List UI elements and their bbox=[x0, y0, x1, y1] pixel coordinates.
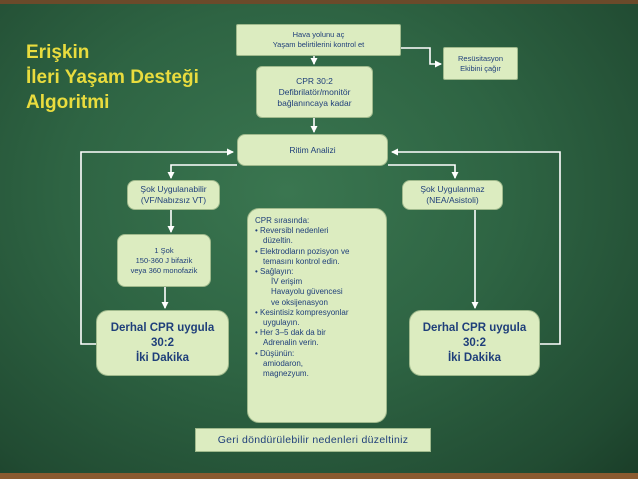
during-cpr-item: uygulayın. bbox=[263, 318, 300, 328]
slide-title: Erişkin İleri Yaşam Desteği Algoritmi bbox=[26, 40, 199, 115]
during-cpr-item: • Düşünün: bbox=[255, 348, 295, 358]
nonshockable-box: Şok Uygulanmaz (NEA/Asistoli) bbox=[402, 180, 503, 210]
during-cpr-item: • Kesintisiz kompresyonlar bbox=[255, 307, 349, 317]
during-cpr-item: temasını kontrol edin. bbox=[263, 256, 340, 266]
cpr-top-box: CPR 30:2 Defibrilatör/monitör bağlanınca… bbox=[256, 66, 373, 118]
resus-line-2: Ekibini çağır bbox=[460, 63, 501, 73]
shockable-line-1: Şok Uygulanabilir bbox=[140, 184, 207, 194]
during-cpr-item: • Elektrodların pozisyon ve bbox=[255, 246, 350, 256]
resuscitation-team-box: Resüsitasyon Ekibini çağır bbox=[443, 47, 518, 80]
arrow-rhythm-to-shockable bbox=[167, 164, 237, 179]
airway-box: Hava yolunu aç Yaşam belirtilerini kontr… bbox=[236, 24, 401, 56]
during-cpr-box: CPR sırasında: • Reversibl nedenleri düz… bbox=[247, 208, 387, 423]
during-cpr-item: • Her 3–5 dak da bir bbox=[255, 328, 326, 338]
shockable-box: Şok Uygulanabilir (VF/Nabızsız VT) bbox=[127, 180, 220, 210]
shock-line-3: veya 360 monofazik bbox=[130, 265, 198, 275]
cpr-right-line-2: 30:2 bbox=[462, 336, 487, 349]
cpr-right-line-3: İki Dakika bbox=[447, 351, 502, 364]
cpr-right-line-1: Derhal CPR uygula bbox=[422, 321, 527, 334]
during-cpr-item: Adrenalin verin. bbox=[263, 338, 319, 348]
cpr-top-line-3: bağlanıncaya kadar bbox=[277, 97, 352, 108]
shock-box: 1 Şok 150-360 J bifazik veya 360 monofaz… bbox=[117, 234, 211, 287]
during-cpr-item: amiodaron, bbox=[263, 358, 304, 368]
resus-line-1: Resüsitasyon bbox=[457, 53, 504, 63]
airway-line-2: Yaşam belirtilerini kontrol et bbox=[272, 40, 365, 49]
cpr-left-line-1: Derhal CPR uygula bbox=[110, 321, 215, 334]
nonshockable-line-1: Şok Uygulanmaz bbox=[420, 184, 485, 194]
during-cpr-item: • Sağlayın: bbox=[255, 267, 294, 277]
loop-right bbox=[391, 148, 561, 345]
arrow-rhythm-to-nonshockable bbox=[388, 164, 459, 179]
arrow-airway-to-resus bbox=[401, 47, 442, 68]
title-line-1: Erişkin bbox=[26, 42, 90, 63]
cpr-top-line-1: CPR 30:2 bbox=[296, 75, 333, 86]
nonshockable-line-2: (NEA/Asistoli) bbox=[426, 195, 479, 205]
during-cpr-item: düzeltin. bbox=[263, 236, 293, 246]
shockable-line-2: (VF/Nabızsız VT) bbox=[140, 195, 207, 205]
board-frame-top bbox=[0, 0, 638, 4]
title-line-2: İleri Yaşam Desteği bbox=[26, 67, 199, 88]
rhythm-label: Ritim Analizi bbox=[289, 144, 336, 155]
loop-left bbox=[80, 148, 234, 345]
during-cpr-item: Havayolu güvencesi bbox=[271, 287, 343, 297]
cpr-top-line-2: Defibrilatör/monitör bbox=[278, 86, 351, 97]
during-cpr-heading: CPR sırasında: bbox=[255, 216, 310, 225]
during-cpr-item: ve oksijenasyon bbox=[271, 297, 328, 307]
cpr-left-box: Derhal CPR uygula 30:2 İki Dakika bbox=[96, 310, 229, 376]
rhythm-analysis-box: Ritim Analizi bbox=[237, 134, 388, 166]
title-line-3: Algoritmi bbox=[26, 92, 110, 113]
during-cpr-item: magnezyum. bbox=[263, 369, 309, 379]
board-frame-bottom bbox=[0, 473, 638, 479]
cpr-left-line-2: 30:2 bbox=[150, 336, 175, 349]
cpr-right-box: Derhal CPR uygula 30:2 İki Dakika bbox=[409, 310, 540, 376]
cpr-left-line-3: İki Dakika bbox=[135, 351, 190, 364]
during-cpr-item: • Reversibl nedenleri bbox=[255, 226, 329, 236]
fix-reversible-causes-box: Geri döndürülebilir nedenleri düzeltiniz bbox=[195, 428, 431, 452]
shock-line-2: 150-360 J bifazik bbox=[135, 255, 193, 265]
footer-label: Geri döndürülebilir nedenleri düzeltiniz bbox=[217, 434, 409, 446]
airway-line-1: Hava yolunu aç bbox=[292, 30, 345, 39]
shock-line-1: 1 Şok bbox=[154, 245, 174, 255]
during-cpr-item: İV erişim bbox=[271, 277, 303, 287]
